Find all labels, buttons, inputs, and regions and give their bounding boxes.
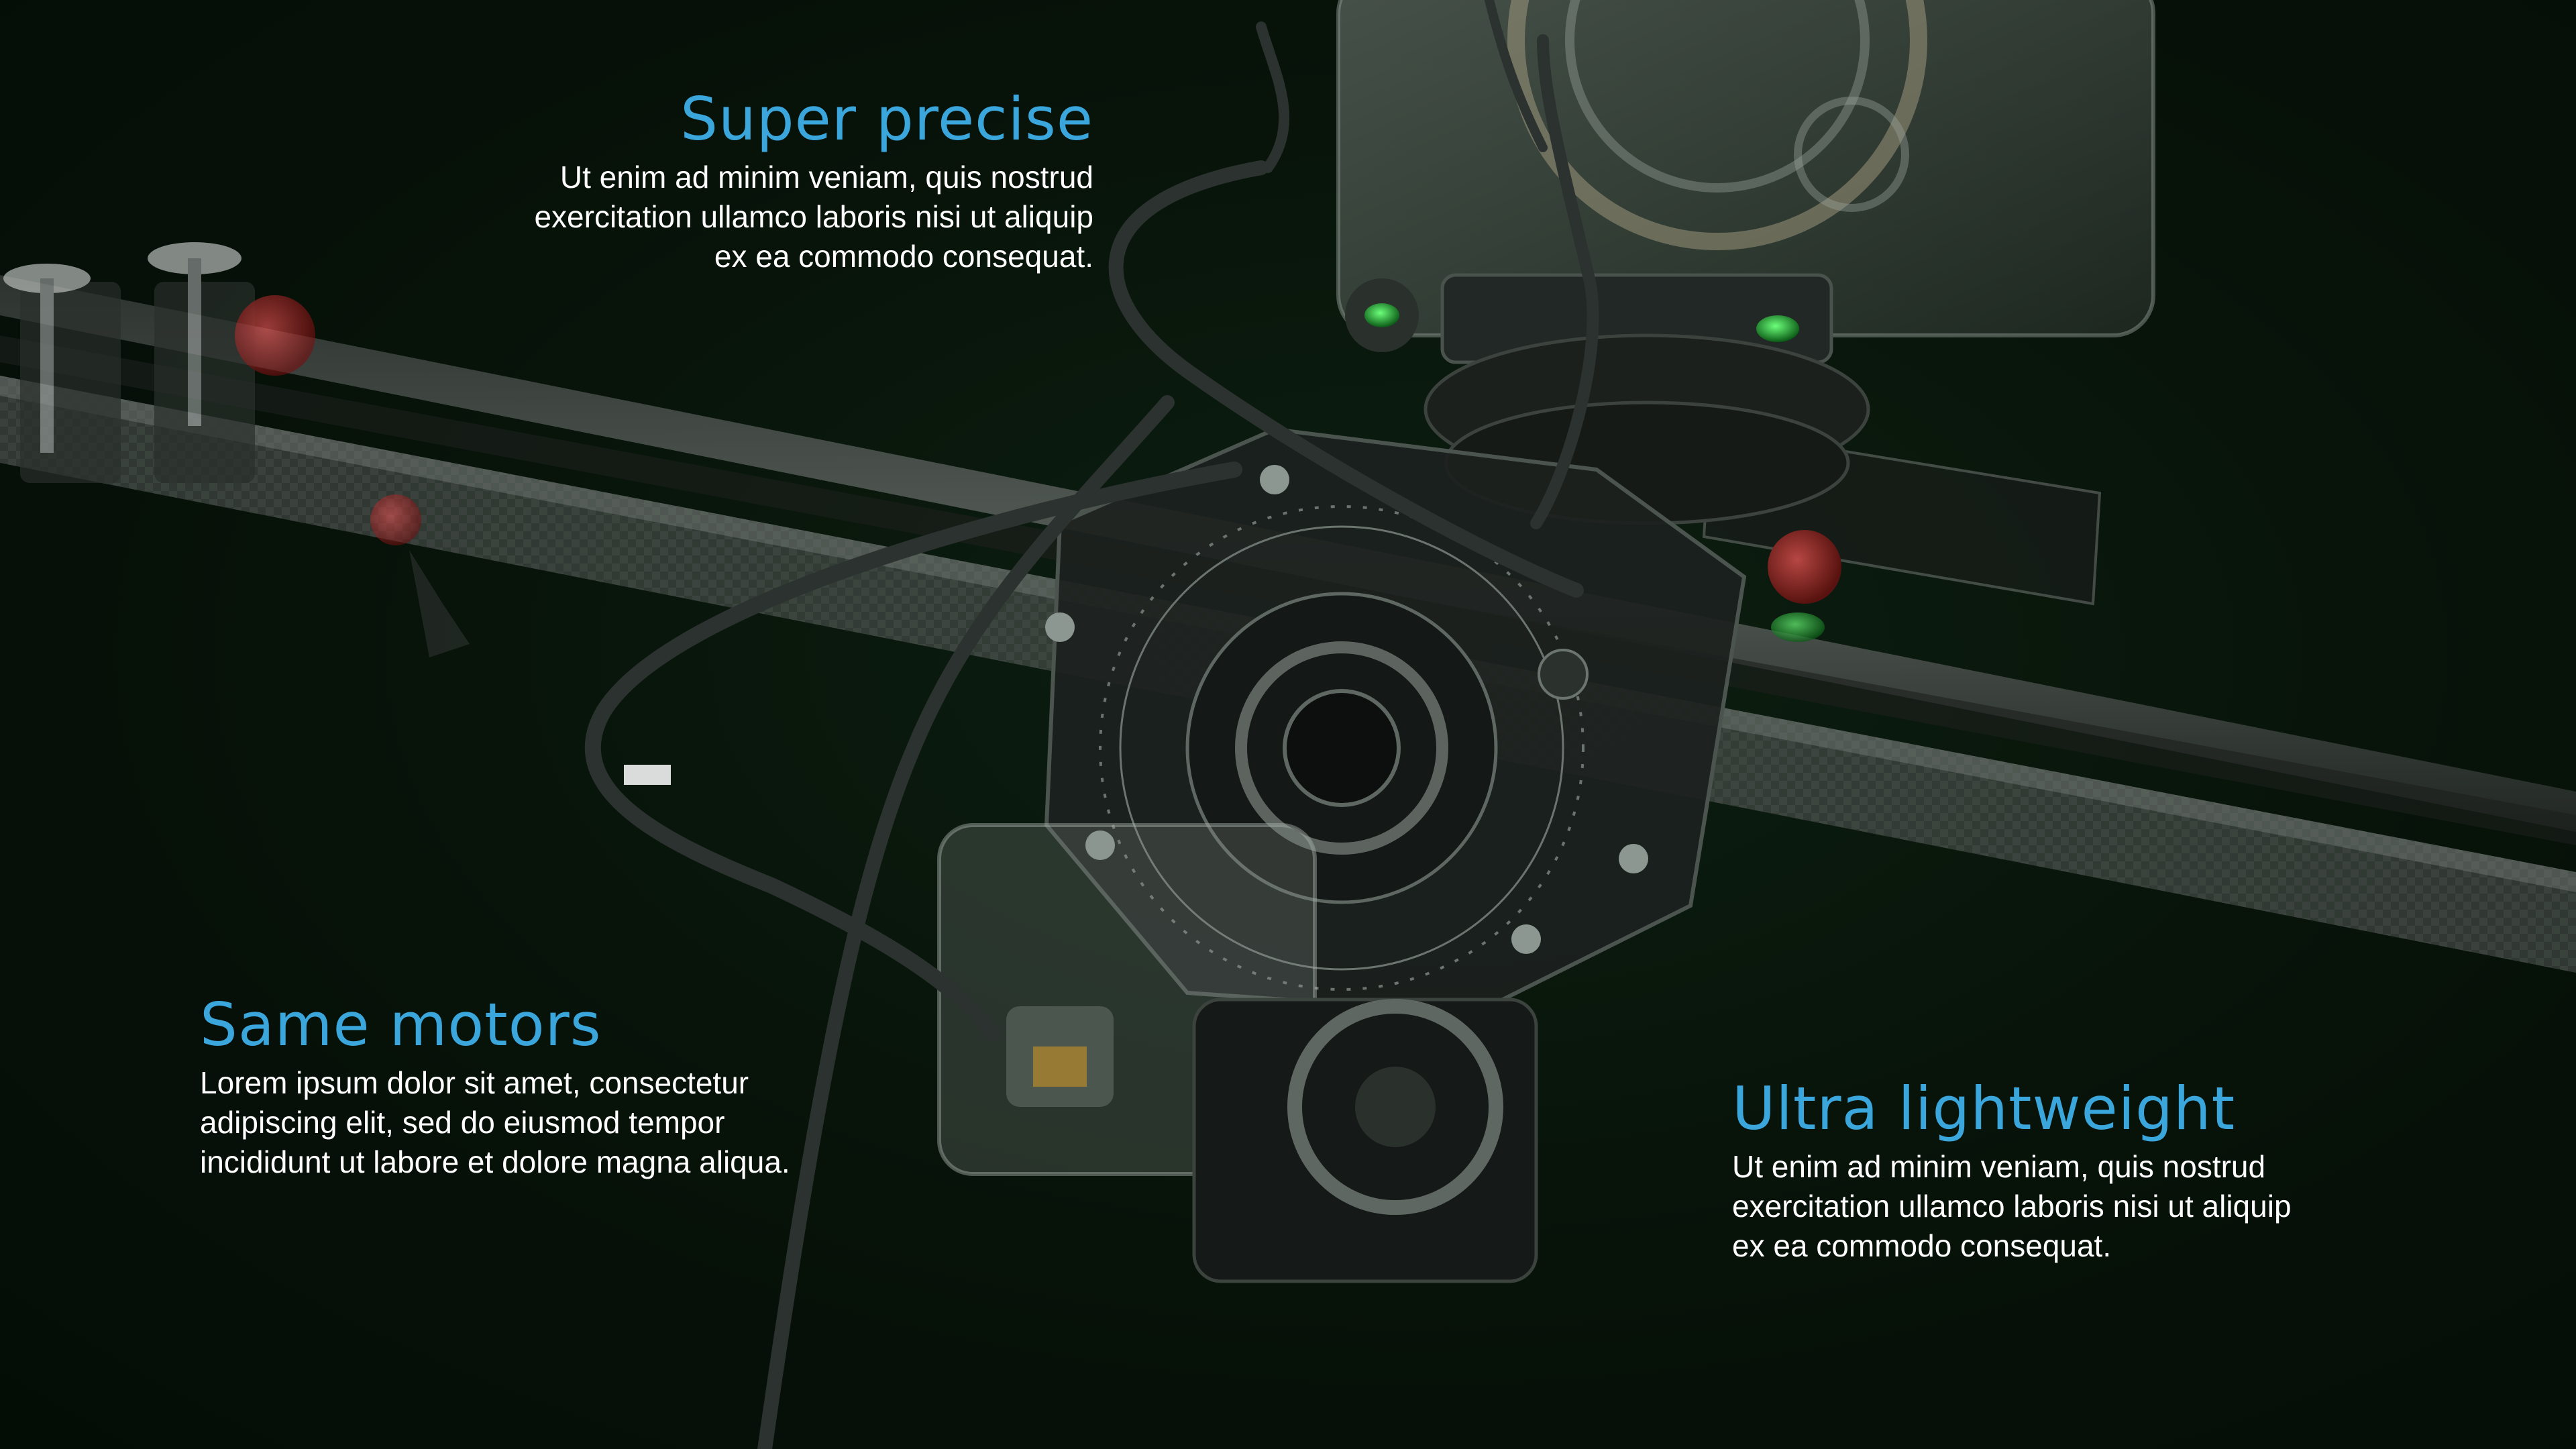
feature-same-motors: Same motors Lorem ipsum dolor sit amet, … bbox=[200, 990, 884, 1182]
description-line: adipiscing elit, sed do eiusmod tempor bbox=[200, 1104, 725, 1140]
feature-description: Ut enim ad minim veniam, quis nostrud ex… bbox=[1732, 1147, 2403, 1266]
motion-head bbox=[1044, 427, 1747, 1016]
cables bbox=[584, 0, 1599, 1449]
description-line: exercitation ullamco laboris nisi ut ali… bbox=[1732, 1188, 2292, 1224]
feature-title: Ultra lightweight bbox=[1732, 1074, 2236, 1143]
motor-gearbox bbox=[937, 823, 1538, 1283]
description-line: Lorem ipsum dolor sit amet, consectetur bbox=[200, 1065, 749, 1100]
description-line: ex ea commodo consequat. bbox=[1732, 1228, 2112, 1263]
description-line: ex ea commodo consequat. bbox=[714, 238, 1093, 274]
feature-description: Lorem ipsum dolor sit amet, consectetur … bbox=[200, 1063, 884, 1182]
feature-description: Ut enim ad minim veniam, quis nostrud ex… bbox=[443, 158, 1093, 276]
feature-title: Same motors bbox=[200, 990, 602, 1059]
feature-title: Super precise bbox=[680, 85, 1093, 154]
feature-ultra-lightweight: Ultra lightweight Ut enim ad minim venia… bbox=[1732, 1074, 2403, 1266]
description-line: Ut enim ad minim veniam, quis nostrud bbox=[559, 159, 1093, 195]
description-line: incididunt ut labore et dolore magna ali… bbox=[200, 1144, 790, 1179]
description-line: Ut enim ad minim veniam, quis nostrud bbox=[1732, 1148, 2266, 1184]
feature-super-precise: Super precise Ut enim ad minim veniam, q… bbox=[443, 87, 1093, 276]
description-line: exercitation ullamco laboris nisi ut ali… bbox=[534, 199, 1093, 234]
left-end-clamp bbox=[3, 242, 470, 657]
